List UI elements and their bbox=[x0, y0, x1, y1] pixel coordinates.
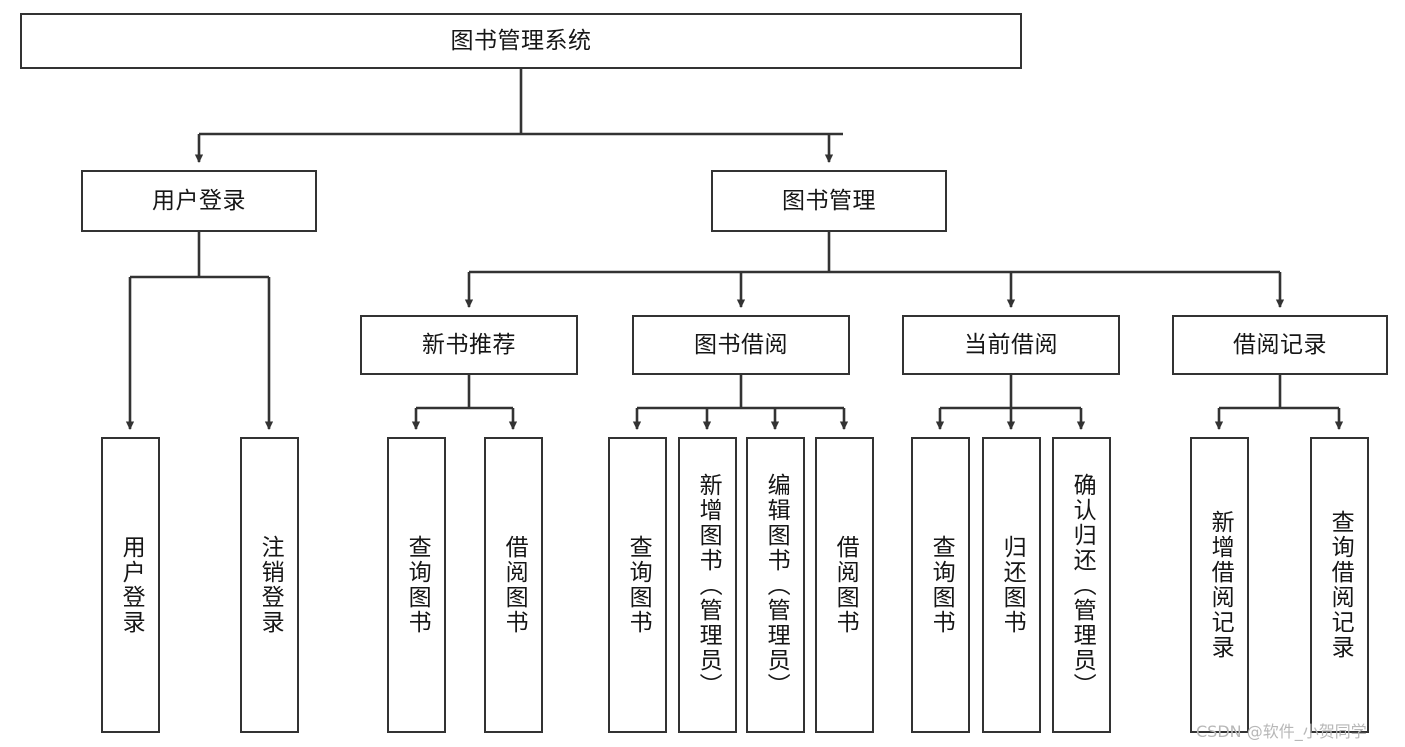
node-user-login-label: 用户登录 bbox=[152, 187, 246, 214]
node-new-book-recommend-label: 新书推荐 bbox=[422, 331, 516, 358]
node-leaf-query-book-3[interactable]: 查询图书 bbox=[911, 437, 970, 733]
node-new-book-recommend[interactable]: 新书推荐 bbox=[360, 315, 578, 375]
node-leaf-logout-label: 注销登录 bbox=[257, 535, 284, 635]
node-leaf-borrow-book-1-label: 借阅图书 bbox=[501, 535, 528, 635]
node-leaf-query-book-1-label: 查询图书 bbox=[404, 535, 431, 635]
node-leaf-return-book-label: 归还图书 bbox=[999, 535, 1026, 635]
node-borrow-record-label: 借阅记录 bbox=[1233, 331, 1327, 358]
node-leaf-edit-book-label: 编辑图书（管理员） bbox=[763, 472, 790, 698]
node-root-label: 图书管理系统 bbox=[450, 27, 592, 54]
node-leaf-add-book[interactable]: 新增图书（管理员） bbox=[678, 437, 737, 733]
node-root[interactable]: 图书管理系统 bbox=[20, 13, 1022, 69]
node-leaf-edit-book[interactable]: 编辑图书（管理员） bbox=[746, 437, 805, 733]
node-book-management[interactable]: 图书管理 bbox=[711, 170, 947, 232]
node-book-management-label: 图书管理 bbox=[782, 187, 876, 214]
node-borrow-record[interactable]: 借阅记录 bbox=[1172, 315, 1388, 375]
node-leaf-user-login[interactable]: 用户登录 bbox=[101, 437, 160, 733]
node-leaf-user-login-label: 用户登录 bbox=[118, 535, 145, 635]
node-leaf-add-record[interactable]: 新增借阅记录 bbox=[1190, 437, 1249, 733]
node-current-borrow[interactable]: 当前借阅 bbox=[902, 315, 1120, 375]
node-book-borrow-label: 图书借阅 bbox=[694, 331, 788, 358]
node-leaf-query-book-2-label: 查询图书 bbox=[625, 535, 652, 635]
node-leaf-borrow-book-1[interactable]: 借阅图书 bbox=[484, 437, 543, 733]
csdn-watermark: CSDN @软件_小贺同学 bbox=[1196, 722, 1367, 741]
node-leaf-borrow-book-2[interactable]: 借阅图书 bbox=[815, 437, 874, 733]
node-leaf-return-book[interactable]: 归还图书 bbox=[982, 437, 1041, 733]
node-user-login[interactable]: 用户登录 bbox=[81, 170, 317, 232]
node-leaf-add-record-label: 新增借阅记录 bbox=[1207, 510, 1234, 660]
node-leaf-query-record-label: 查询借阅记录 bbox=[1327, 510, 1354, 660]
node-leaf-add-book-label: 新增图书（管理员） bbox=[695, 472, 722, 698]
node-leaf-confirm-return-label: 确认归还（管理员） bbox=[1069, 472, 1096, 698]
node-book-borrow[interactable]: 图书借阅 bbox=[632, 315, 850, 375]
node-leaf-confirm-return[interactable]: 确认归还（管理员） bbox=[1052, 437, 1111, 733]
node-leaf-borrow-book-2-label: 借阅图书 bbox=[832, 535, 859, 635]
node-leaf-query-book-1[interactable]: 查询图书 bbox=[387, 437, 446, 733]
node-leaf-query-book-3-label: 查询图书 bbox=[928, 535, 955, 635]
node-current-borrow-label: 当前借阅 bbox=[964, 331, 1058, 358]
node-leaf-query-book-2[interactable]: 查询图书 bbox=[608, 437, 667, 733]
node-leaf-query-record[interactable]: 查询借阅记录 bbox=[1310, 437, 1369, 733]
node-leaf-logout[interactable]: 注销登录 bbox=[240, 437, 299, 733]
